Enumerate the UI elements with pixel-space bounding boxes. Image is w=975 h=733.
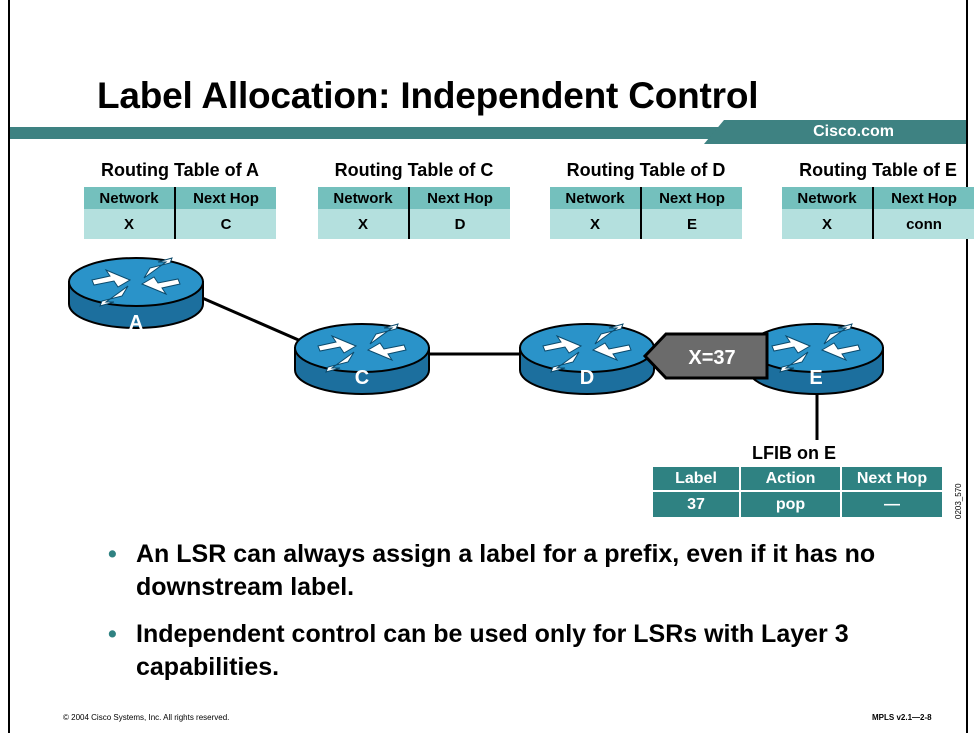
network-cell: X bbox=[782, 209, 874, 239]
col-nexthop-header: Next Hop bbox=[174, 187, 276, 209]
col-nexthop-header: Next Hop bbox=[640, 187, 742, 209]
col-network-header: Network bbox=[550, 187, 642, 209]
bullet-dot-icon: • bbox=[108, 540, 117, 568]
bullet-dot-icon: • bbox=[108, 620, 117, 648]
bullet-list: • An LSR can always assign a label for a … bbox=[108, 538, 948, 698]
network-cell: X bbox=[550, 209, 642, 239]
router-label-a: A bbox=[129, 312, 143, 334]
routing-table-title: Routing Table of C bbox=[334, 160, 494, 180]
routing-table-title: Routing Table of D bbox=[566, 160, 726, 180]
bullet-item: • An LSR can always assign a label for a … bbox=[108, 538, 948, 604]
col-nexthop-header: Next Hop bbox=[408, 187, 510, 209]
lfib-cell-label: 37 bbox=[653, 491, 741, 517]
nexthop-cell: conn bbox=[872, 209, 974, 239]
figure-id: 0203_570 bbox=[954, 483, 963, 519]
brand-tab: Cisco.com bbox=[704, 120, 966, 144]
lfib-header-nexthop: Next Hop bbox=[841, 467, 942, 492]
bullet-item: • Independent control can be used only fo… bbox=[108, 618, 948, 684]
label-advert-arrow bbox=[642, 332, 769, 380]
bullet-text: Independent control can be used only for… bbox=[136, 620, 849, 681]
col-nexthop-header: Next Hop bbox=[872, 187, 974, 209]
col-network-header: Network bbox=[318, 187, 410, 209]
nexthop-cell: D bbox=[408, 209, 510, 239]
routing-table-title: Routing Table of A bbox=[101, 160, 259, 180]
course-ref: MPLS v2.1—2-8 bbox=[872, 713, 932, 722]
lfib-header-label: Label bbox=[653, 467, 741, 492]
col-network-header: Network bbox=[782, 187, 874, 209]
network-cell: X bbox=[318, 209, 410, 239]
copyright: © 2004 Cisco Systems, Inc. All rights re… bbox=[63, 713, 230, 722]
router-label-e: E bbox=[809, 367, 822, 389]
slide-title: Label Allocation: Independent Control bbox=[97, 75, 759, 116]
slide-frame bbox=[8, 0, 968, 733]
lfib-title: LFIB on E bbox=[752, 443, 836, 463]
router-label-d: D bbox=[580, 367, 594, 389]
col-network-header: Network bbox=[84, 187, 176, 209]
router-label-c: C bbox=[355, 367, 369, 389]
nexthop-cell: E bbox=[640, 209, 742, 239]
lfib-table: Label Action Next Hop 37 pop — bbox=[653, 467, 942, 517]
link-a-c bbox=[199, 295, 311, 347]
nexthop-cell: C bbox=[174, 209, 276, 239]
lfib-cell-action: pop bbox=[740, 491, 842, 517]
routing-table-title: Routing Table of E bbox=[799, 160, 957, 180]
bullet-text: An LSR can always assign a label for a p… bbox=[136, 540, 876, 601]
network-cell: X bbox=[84, 209, 176, 239]
lfib-cell-nexthop: — bbox=[841, 491, 942, 517]
brand-label: Cisco.com bbox=[813, 123, 894, 140]
label-advert-text: X=37 bbox=[688, 347, 735, 369]
lfib-header-action: Action bbox=[740, 467, 842, 492]
